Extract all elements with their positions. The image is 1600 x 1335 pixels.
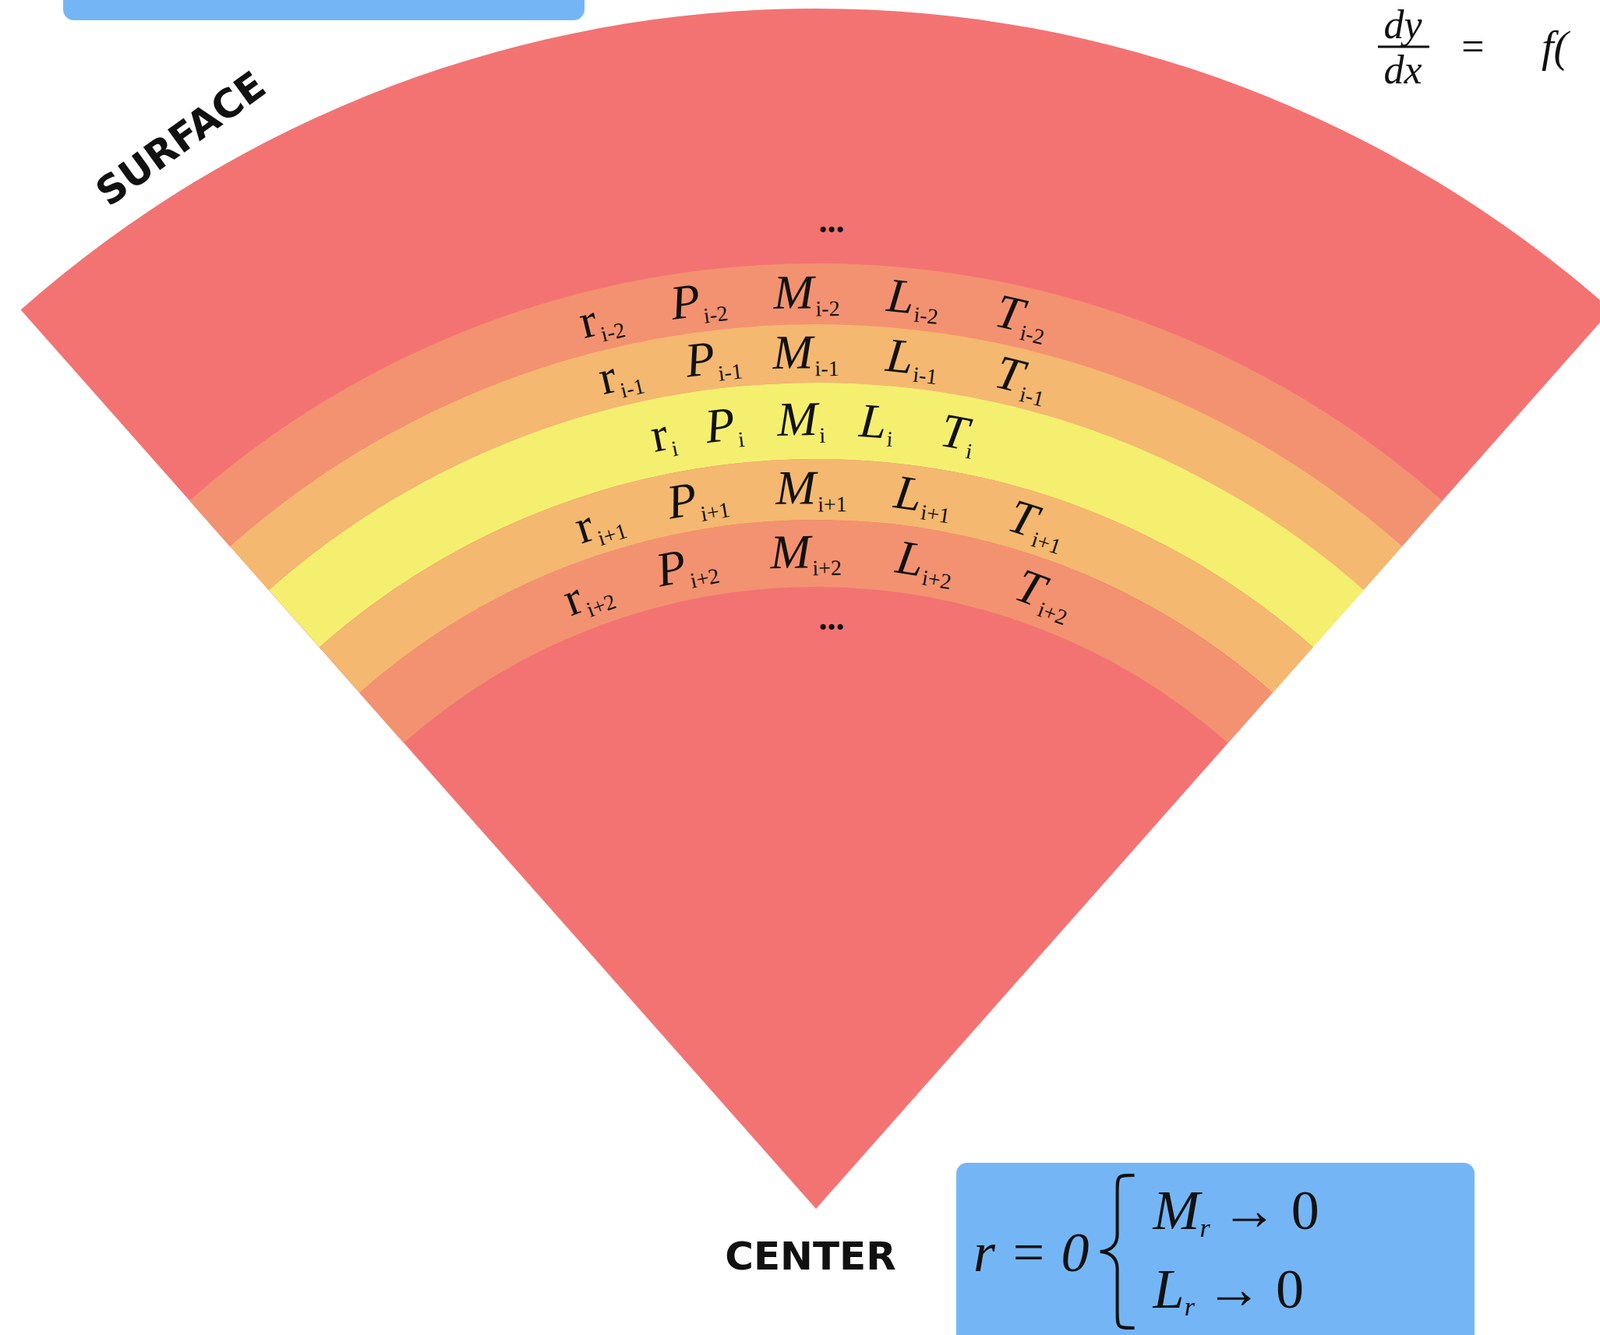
variable-label: Mi bbox=[776, 394, 826, 448]
condition-text: r = 0 bbox=[973, 1224, 1090, 1281]
region-label: SURFACE bbox=[89, 64, 272, 212]
variable-label: Mi-1 bbox=[772, 327, 840, 381]
ellipsis: ... bbox=[819, 601, 845, 636]
variable-label: Li bbox=[857, 395, 896, 451]
variable-label: Pi-2 bbox=[667, 271, 729, 332]
formula-text: = bbox=[1461, 26, 1484, 68]
variable-symbol: P bbox=[667, 272, 703, 329]
condition-row: Lr → 0 bbox=[1153, 1260, 1304, 1321]
layer-band: ri+2Pi+2Mi+2Li+2Ti+2 bbox=[359, 519, 1273, 743]
variable-symbol: M bbox=[773, 264, 814, 319]
variable-subscript: i-1 bbox=[911, 361, 939, 389]
variable-symbol: M bbox=[775, 460, 816, 514]
variable-symbol: M bbox=[1153, 1179, 1201, 1242]
formula-text: dy bbox=[1383, 4, 1422, 46]
variable-subscript: i-1 bbox=[1017, 381, 1047, 412]
variable-label: Mi-2 bbox=[773, 267, 840, 321]
formula-text: f( bbox=[1541, 24, 1569, 69]
condition-box: r = 0 Mr → 0 Lr → 0 bbox=[956, 1162, 1475, 1335]
box-fill bbox=[956, 1162, 1475, 1335]
variable-subscript: i-1 bbox=[716, 359, 745, 387]
variable-label: Pi bbox=[702, 398, 746, 455]
variable-label: Li-2 bbox=[884, 270, 943, 329]
variable-label: Pi+2 bbox=[651, 534, 721, 598]
variable-symbol: L bbox=[883, 327, 917, 383]
variable-subscript: i+2 bbox=[920, 565, 954, 594]
variable-subscript: i-2 bbox=[702, 300, 730, 329]
variable-subscript: i bbox=[819, 423, 826, 448]
variable-label: Mi+1 bbox=[775, 462, 848, 516]
variable-label: Mi+2 bbox=[769, 526, 842, 580]
variable-subscript: i+2 bbox=[812, 555, 842, 581]
variable-label: Li+2 bbox=[892, 532, 958, 594]
variable-subscript: i+1 bbox=[698, 497, 732, 527]
variable-symbol: L bbox=[1153, 1257, 1185, 1321]
star-wedge bbox=[21, 8, 1600, 1209]
variable-symbol: L bbox=[857, 393, 889, 449]
variable-subscript: i-1 bbox=[814, 356, 839, 381]
variable-label: Li-1 bbox=[883, 329, 943, 388]
variable-subscript: r bbox=[1184, 1292, 1195, 1321]
ellipsis: ... bbox=[819, 204, 845, 239]
band-fill bbox=[359, 519, 1273, 743]
curly-brace bbox=[1100, 1175, 1135, 1329]
variable-subscript: i-2 bbox=[815, 296, 840, 321]
band-shape bbox=[359, 519, 1273, 743]
variable-subscript: i+2 bbox=[688, 562, 722, 593]
variable-symbol: M bbox=[772, 324, 813, 379]
fraction-bar bbox=[1377, 45, 1430, 49]
formula-text: dx bbox=[1383, 49, 1422, 91]
variable-symbol: M bbox=[776, 392, 818, 446]
variable-subscript: i-2 bbox=[912, 301, 940, 329]
variable-symbol: L bbox=[884, 268, 918, 324]
variable-subscript: i+1 bbox=[817, 491, 848, 516]
variable-label: Pi-1 bbox=[682, 330, 745, 389]
limit-text: → 0 bbox=[1205, 1257, 1304, 1321]
variable-label: Pi+1 bbox=[663, 468, 732, 530]
limit-text: → 0 bbox=[1221, 1179, 1320, 1242]
variable-subscript: r bbox=[1200, 1213, 1211, 1243]
condition-row: Mr → 0 bbox=[1153, 1182, 1320, 1242]
variable-label: Li+1 bbox=[890, 467, 956, 528]
variable-symbol: M bbox=[769, 525, 812, 580]
variable-symbol: P bbox=[682, 331, 719, 388]
region-label: CENTER bbox=[724, 1236, 896, 1276]
variable-subscript: i+1 bbox=[918, 500, 952, 529]
top-left-box bbox=[63, 0, 585, 21]
variable-symbol: P bbox=[702, 396, 739, 453]
